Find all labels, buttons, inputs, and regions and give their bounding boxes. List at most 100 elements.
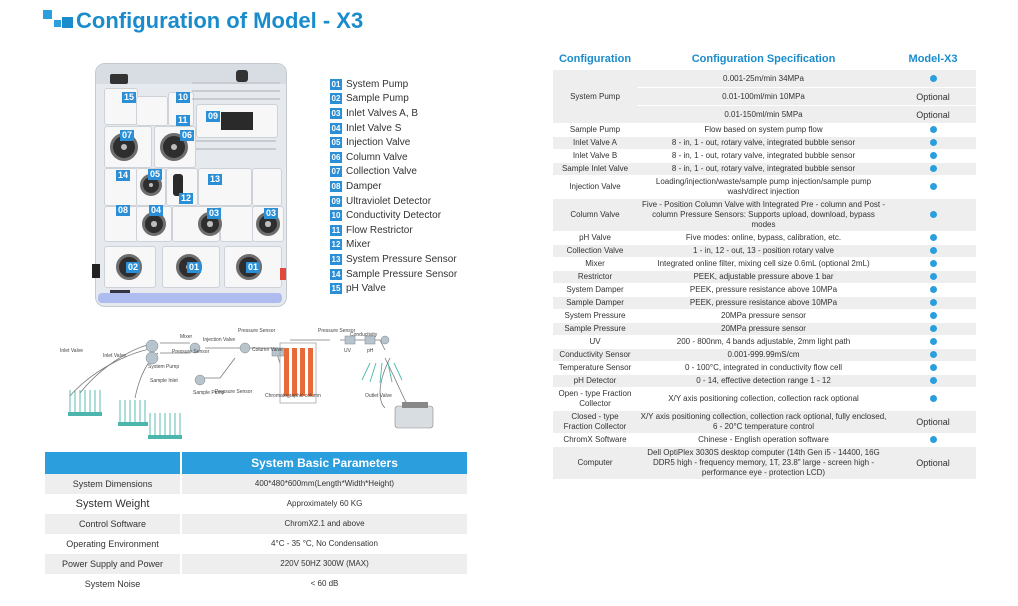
- included-dot-icon: [929, 139, 937, 146]
- included-dot-icon: [929, 211, 937, 218]
- instrument-badge: 04: [149, 205, 164, 216]
- model-cell: [890, 323, 976, 335]
- spec-cell: Five - Position Column Valve with Integr…: [637, 199, 890, 231]
- spec-cell: Integrated online filter, mixing cell si…: [657, 259, 870, 268]
- spec-cell: 0.001-25m/min 34MPa: [637, 70, 890, 87]
- spec-cell: 8 - in, 1 - out, rotary valve, integrate…: [671, 151, 856, 160]
- config-label: Open - type Fraction Collector: [558, 389, 632, 408]
- included-dot-icon: [929, 152, 937, 159]
- instrument-illustration: 15 10 11 09 07 06 14 05 12 13 08 04 03 0…: [92, 63, 287, 307]
- model-cell: [890, 232, 976, 244]
- column-header: Configuration: [558, 53, 632, 65]
- config-label: Restrictor: [553, 271, 637, 283]
- page-title: Configuration of Model - X3: [76, 8, 364, 33]
- config-label: Injection Valve: [569, 182, 621, 191]
- instrument-badge: 03: [207, 208, 222, 219]
- included-dot-icon: [929, 364, 937, 371]
- instrument-display: [110, 74, 128, 84]
- instrument-badge: 09: [206, 111, 221, 122]
- flow-label: Pressure Sensor: [238, 328, 276, 334]
- model-cell: [890, 297, 976, 309]
- model-cell: [890, 245, 976, 257]
- included-dot-icon: [929, 74, 937, 82]
- config-label: Column Valve: [553, 199, 637, 231]
- flow-label: Column Valve: [252, 347, 283, 353]
- column-header: Model-X3: [908, 53, 958, 65]
- config-label: UV: [589, 337, 601, 346]
- flow-label: Chromatographic column: [265, 393, 321, 399]
- config-label: Sample Pressure: [553, 323, 637, 335]
- spec-cell: 0.01-150ml/min 5MPa: [637, 106, 890, 123]
- spec-cell: 1 - in, 12 - out, 13 - position rotary v…: [637, 245, 890, 257]
- instrument-badge: 10: [176, 92, 191, 103]
- spec-cell: 0.01-100ml/min 10MPa: [637, 88, 890, 105]
- included-dot-icon: [929, 436, 937, 443]
- flow-label: Inlet Valve: [103, 353, 126, 359]
- spec-cell: 200 - 800nm, 4 bands adjustable, 2mm lig…: [676, 337, 851, 346]
- basic-parameters-header: System Basic Parameters: [45, 452, 467, 474]
- configuration-spec-table: Configuration Configuration Specificatio…: [553, 48, 976, 480]
- config-label: Inlet Valve B: [572, 151, 618, 160]
- table-row: Open - type Fraction Collector X/Y axis p…: [553, 388, 976, 410]
- stop-button: [280, 268, 286, 280]
- included-dot-icon: [929, 260, 937, 267]
- flow-label: Pressure Sensor: [318, 328, 356, 334]
- instrument-badge: 07: [120, 130, 135, 141]
- column-header: Configuration Specification: [691, 53, 836, 65]
- config-label: Sample Pump: [569, 125, 621, 134]
- model-cell: [890, 176, 976, 198]
- model-cell: [890, 388, 976, 410]
- model-cell: [890, 124, 976, 136]
- basic-parameters-table: System Basic Parameters System Dimension…: [45, 452, 467, 594]
- flow-label: Mixer: [180, 334, 193, 340]
- spec-cell: 0 - 14, effective detection range 1 - 12: [637, 375, 890, 387]
- spec-cell: PEEK, pressure resistance above 10MPa: [637, 297, 890, 309]
- model-cell: [890, 375, 976, 387]
- flow-label: Conductivity: [350, 332, 378, 338]
- model-cell: [890, 70, 976, 87]
- included-dot-icon: [929, 312, 937, 319]
- instrument-badge: 11: [176, 115, 190, 126]
- system-pump-head-b: [236, 254, 262, 280]
- spec-cell: 20MPa pressure sensor: [721, 311, 806, 320]
- model-cell: [890, 271, 976, 283]
- instrument-badge: 06: [180, 130, 195, 141]
- spec-cell: 8 - in, 1 - out, rotary valve, integrate…: [637, 163, 890, 175]
- flow-diagram-lines: [68, 335, 434, 439]
- column-valve-knob: [160, 133, 188, 161]
- flow-label: Sample Pump: [193, 390, 225, 396]
- flow-label: Pressure Sensor: [172, 349, 210, 355]
- model-cell: Optional: [890, 447, 976, 479]
- spec-cell: X/Y axis positioning collection, collect…: [668, 394, 859, 403]
- spec-cell: Dell OptiPlex 3030S desktop computer (14…: [637, 447, 890, 479]
- flow-label: Injection Valve: [203, 337, 236, 343]
- config-label: pH Detector: [553, 375, 637, 387]
- spec-cell: Chinese - English operation software: [698, 435, 829, 444]
- instrument-base-light: [98, 293, 282, 303]
- config-label: Sample Inlet Valve: [553, 163, 637, 175]
- instrument-badge: 12: [179, 193, 194, 204]
- model-cell: [890, 284, 976, 296]
- flow-label: pH: [367, 348, 374, 354]
- spec-cell: 8 - in, 1 - out, rotary valve, integrate…: [637, 137, 890, 149]
- model-cell: [890, 150, 976, 162]
- spec-cell: PEEK, adjustable pressure above 1 bar: [637, 271, 890, 283]
- spec-cell: 0.001-999.99mS/cm: [637, 349, 890, 361]
- included-dot-icon: [929, 377, 937, 384]
